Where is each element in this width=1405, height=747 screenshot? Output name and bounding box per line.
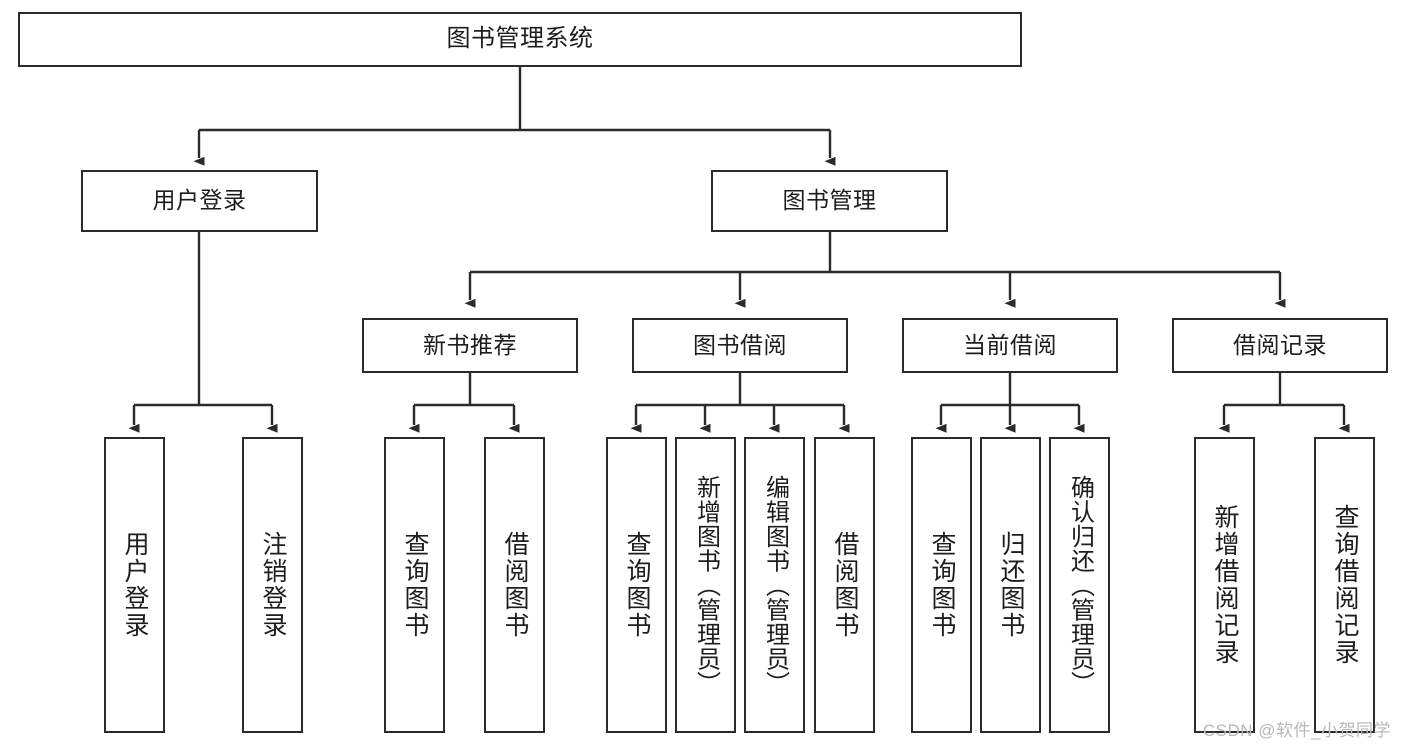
node-label: 当前借阅 bbox=[963, 331, 1057, 358]
node-label: 新书推荐 bbox=[423, 331, 517, 358]
node-leaf-query-book-1[interactable]: 查询图书 bbox=[384, 437, 445, 733]
node-current-borrow[interactable]: 当前借阅 bbox=[902, 318, 1118, 373]
node-label: 图书管理 bbox=[782, 187, 877, 214]
node-leaf-user-login[interactable]: 用户登录 bbox=[104, 437, 165, 733]
node-leaf-logout[interactable]: 注销登录 bbox=[242, 437, 303, 733]
node-label: 归还图书 bbox=[997, 531, 1025, 639]
node-leaf-borrow-book-2[interactable]: 借阅图书 bbox=[814, 437, 875, 733]
node-leaf-query-book-2[interactable]: 查询图书 bbox=[606, 437, 667, 733]
node-label: 查询图书 bbox=[401, 531, 429, 639]
node-label: 编辑图书（管理员） bbox=[761, 474, 789, 696]
node-label: 借阅图书 bbox=[831, 531, 859, 639]
node-user-login[interactable]: 用户登录 bbox=[81, 170, 318, 232]
node-label: 查询借阅记录 bbox=[1331, 504, 1359, 666]
node-leaf-add-book[interactable]: 新增图书（管理员） bbox=[675, 437, 736, 733]
node-label: 图书管理系统 bbox=[446, 25, 594, 53]
node-leaf-edit-book[interactable]: 编辑图书（管理员） bbox=[744, 437, 805, 733]
node-label: 查询图书 bbox=[623, 531, 651, 639]
node-leaf-confirm-return[interactable]: 确认归还（管理员） bbox=[1049, 437, 1110, 733]
node-label: 图书借阅 bbox=[693, 331, 787, 358]
node-book-manage[interactable]: 图书管理 bbox=[711, 170, 948, 232]
node-label: 新增图书（管理员） bbox=[692, 474, 720, 696]
node-label: 借阅图书 bbox=[501, 531, 529, 639]
node-label: 注销登录 bbox=[259, 531, 287, 639]
node-leaf-query-record[interactable]: 查询借阅记录 bbox=[1314, 437, 1375, 733]
node-label: 新增借阅记录 bbox=[1211, 504, 1239, 666]
node-label: 用户登录 bbox=[121, 531, 149, 639]
node-leaf-add-record[interactable]: 新增借阅记录 bbox=[1194, 437, 1255, 733]
node-book-borrow[interactable]: 图书借阅 bbox=[632, 318, 848, 373]
watermark: CSDN @软件_小贺同学 bbox=[1202, 721, 1391, 740]
node-leaf-return-book[interactable]: 归还图书 bbox=[980, 437, 1041, 733]
node-new-book-recommend[interactable]: 新书推荐 bbox=[362, 318, 578, 373]
node-label: 查询图书 bbox=[928, 531, 956, 639]
node-leaf-query-book-3[interactable]: 查询图书 bbox=[911, 437, 972, 733]
node-borrow-record[interactable]: 借阅记录 bbox=[1172, 318, 1388, 373]
node-label: 确认归还（管理员） bbox=[1066, 474, 1094, 696]
node-root-book-management-system[interactable]: 图书管理系统 bbox=[18, 12, 1022, 67]
node-leaf-borrow-book-1[interactable]: 借阅图书 bbox=[484, 437, 545, 733]
node-label: 借阅记录 bbox=[1233, 331, 1327, 358]
node-label: 用户登录 bbox=[152, 187, 247, 214]
